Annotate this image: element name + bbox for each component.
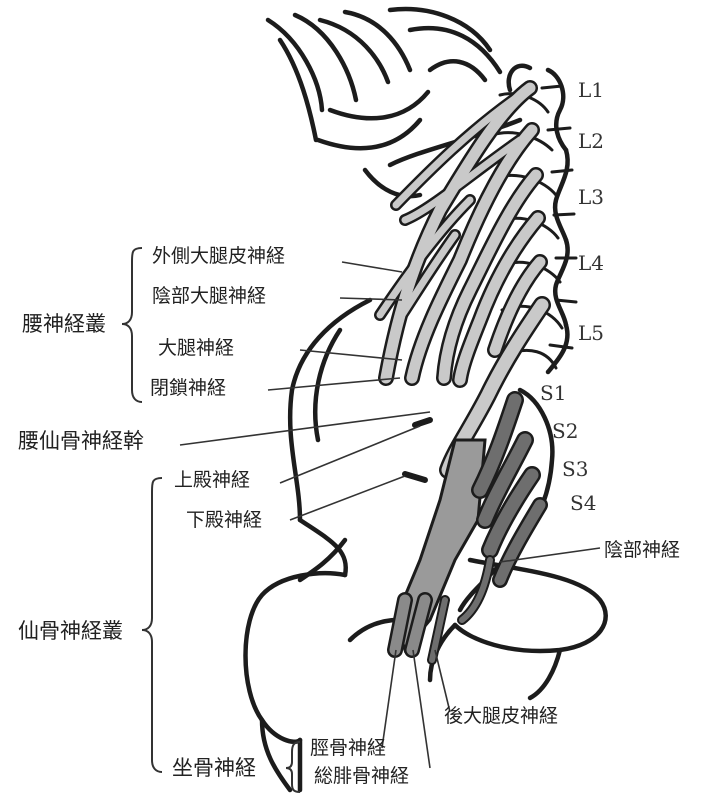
vertebra-level-labels: L1 L2 L3 L4 L5 S1 S2 S3 S4 <box>540 78 604 515</box>
label-lumbosacral-trunk: 腰仙骨神経幹 <box>18 429 144 453</box>
level-label-l2: L2 <box>578 129 604 153</box>
level-label-s4: S4 <box>570 491 596 515</box>
label-obturator: 閉鎖神経 <box>150 377 226 399</box>
label-pudendal: 陰部神経 <box>604 539 680 561</box>
level-label-l1: L1 <box>578 78 604 102</box>
label-genitofemoral: 陰部大腿神経 <box>152 285 266 307</box>
label-inferior-gluteal: 下殿神経 <box>186 509 262 531</box>
brace-sacral-plexus <box>142 478 162 772</box>
label-sacral-plexus: 仙骨神経叢 <box>18 619 123 643</box>
sacral-plexus-nerves <box>395 400 540 660</box>
label-femoral: 大腿神経 <box>158 337 234 359</box>
level-label-l4: L4 <box>578 251 604 275</box>
level-label-s1: S1 <box>540 381 566 405</box>
label-lumbar-plexus: 腰神経叢 <box>22 312 106 336</box>
level-label-s3: S3 <box>562 457 588 481</box>
label-tibial: 脛骨神経 <box>310 737 386 759</box>
level-label-l3: L3 <box>578 185 604 209</box>
brace-lumbar-plexus <box>122 248 142 402</box>
label-lateral-femoral-cutaneous: 外側大腿皮神経 <box>152 245 285 267</box>
level-label-s2: S2 <box>552 419 578 443</box>
label-sciatic-nerve: 坐骨神経 <box>172 756 256 780</box>
label-superior-gluteal: 上殿神経 <box>174 469 250 491</box>
label-posterior-femoral-cutaneous: 後大腿皮神経 <box>444 705 558 727</box>
level-label-l5: L5 <box>578 321 604 345</box>
label-common-peroneal: 総腓骨神経 <box>314 765 409 787</box>
